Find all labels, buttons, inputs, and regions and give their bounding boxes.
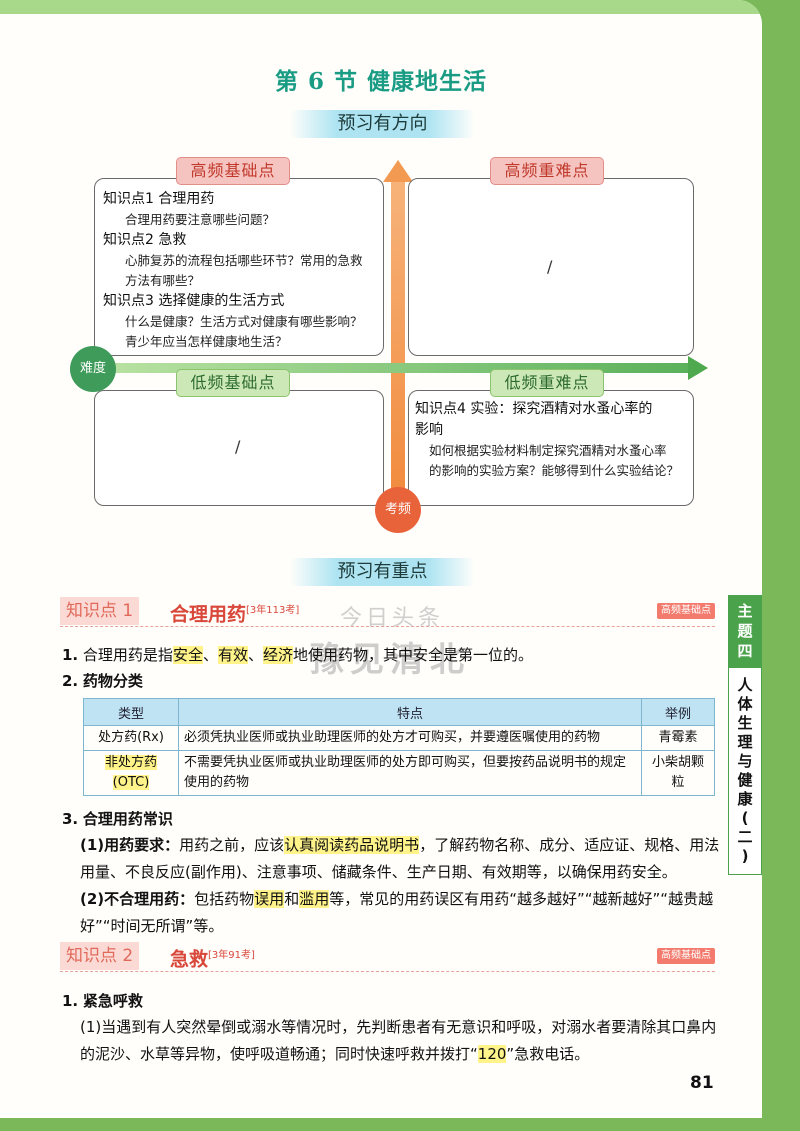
kp-item-question: 什么是健康？生活方式对健康有哪些影响？ <box>125 314 363 329</box>
kp1-point2: 2. 药物分类 <box>62 672 143 690</box>
kp-item-question: 合理用药要注意哪些问题？ <box>125 212 276 227</box>
kp-item-question: 方法有哪些？ <box>125 273 201 288</box>
table-row: 非处方药(OTC) 不需要凭执业医师或执业助理医师的处方即可购买，但要按药品说明… <box>83 750 715 796</box>
kp-item-head: 知识点2 急救 <box>103 232 187 248</box>
kp-item-head: 知识点3 选择健康的生活方式 <box>103 293 285 309</box>
table-row: 处方药(Rx) 必须凭执业医师或执业助理医师的处方才可购买，并要遵医嘱使用的药物… <box>83 725 715 751</box>
kp-item-question: 心肺复苏的流程包括哪些环节？常用的急救 <box>125 253 363 268</box>
kp2-header: 知识点 2 急救[3年91考] 高频基础点 <box>60 942 715 972</box>
side-tab: 主题四 人体生理与健康(二) <box>728 595 762 875</box>
top-band <box>0 0 762 14</box>
kp-item-head-cont: 影响 <box>415 422 443 438</box>
quadrant-low-difficult: 知识点4 实验：探究酒精对水蚤心率的 影响 如何根据实验材料制定探究酒精对水蚤心… <box>408 390 694 506</box>
kp2-point1-text: (1)当遇到有人突然晕倒或溺水等情况时，先判断患者有无意识和呼吸，对溺水者要清除… <box>80 1018 717 1063</box>
difficulty-label: 难度 <box>70 346 116 392</box>
quadrant-high-difficult: / <box>408 178 694 356</box>
kp-item-head: 知识点1 合理用药 <box>103 191 215 207</box>
quadrant-low-difficult-content: 知识点4 实验：探究酒精对水蚤心率的 影响 如何根据实验材料制定探究酒精对水蚤心… <box>415 399 693 481</box>
page-number: 81 <box>690 1073 714 1093</box>
table-header: 特点 <box>178 698 642 726</box>
kp-item-head: 知识点4 实验：探究酒精对水蚤心率的 <box>415 401 653 417</box>
kp1-tag: 知识点 1 <box>60 597 140 625</box>
label-high-basic: 高频基础点 <box>176 157 290 185</box>
empty-marker: / <box>235 437 241 456</box>
watermark-line2: 豫见清北 <box>310 640 470 680</box>
kp1-header: 知识点 1 合理用药[3年113考] 高频基础点 <box>60 597 715 627</box>
side-tab-theme: 主题四 <box>728 595 762 667</box>
kp-item-question: 如何根据实验材料制定探究酒精对水蚤心率 <box>429 443 667 458</box>
frequency-axis <box>391 178 405 498</box>
table-cell-feature: 必须凭执业医师或执业助理医师的处方才可购买，并要遵医嘱使用的药物 <box>178 725 642 751</box>
drug-classification-table: 类型 特点 举例 处方药(Rx) 必须凭执业医师或执业助理医师的处方才可购买，并… <box>83 698 715 796</box>
kp2-tag: 知识点 2 <box>60 942 140 970</box>
difficulty-axis-arrow <box>688 356 708 380</box>
section-title: 第 6 节 健康地生活 <box>274 68 488 95</box>
kp1-point3-2: (2)不合理用药：包括药物误用和滥用等，常见的用药误区有用药“越多越好”“越新越… <box>80 890 714 935</box>
quadrant-low-basic: / <box>94 390 384 506</box>
table-header: 举例 <box>641 698 715 726</box>
quadrant-high-basic: 知识点1 合理用药 合理用药要注意哪些问题？ 知识点2 急救 心肺复苏的流程包括… <box>94 178 384 356</box>
kp1-badge: 高频基础点 <box>657 603 715 619</box>
kp2-badge: 高频基础点 <box>657 948 715 964</box>
table-cell-feature: 不需要凭执业医师或执业助理医师的处方即可购买，但要按药品说明书的规定使用的药物 <box>178 750 642 796</box>
kp2-point1-title: 1. 紧急呼救 <box>62 992 143 1010</box>
divider <box>60 971 715 972</box>
kp1-point1: 1. 合理用药是指安全、有效、经济地使用药物，其中安全是第一位的。 <box>62 646 534 664</box>
frequency-label: 考频 <box>375 487 421 533</box>
side-tab-topic: 人体生理与健康(二) <box>728 667 762 875</box>
frequency-axis-arrow <box>383 160 413 182</box>
kp-item-question: 青少年应当怎样健康地生活？ <box>125 334 288 349</box>
table-cell-type: 处方药(Rx) <box>83 725 179 751</box>
kp-item-question: 的影响的实验方案？能够得到什么实验结论？ <box>429 463 680 478</box>
banner-preview-points: 预习有重点 <box>290 558 475 586</box>
kp1-title: 合理用药[3年113考] <box>170 603 300 626</box>
quadrant-high-basic-content: 知识点1 合理用药 合理用药要注意哪些问题？ 知识点2 急救 心肺复苏的流程包括… <box>103 189 383 352</box>
side-tab-topic-text: 人体生理与健康(二) <box>737 676 753 865</box>
label-low-basic: 低频基础点 <box>176 369 290 397</box>
table-header-row: 类型 特点 举例 <box>83 698 715 726</box>
label-high-difficult: 高频重难点 <box>490 157 604 185</box>
table-cell-example: 小柴胡颗粒 <box>641 750 715 796</box>
textbook-page: 第 6 节 健康地生活 预习有方向 知识点1 合理用药 合理用药要注意哪些问题？… <box>0 0 762 1118</box>
kp1-point3-1: (1)用药要求：用药之前，应该认真阅读药品说明书，了解药物名称、成分、适应证、规… <box>80 836 720 881</box>
divider <box>60 626 715 627</box>
kp2-title: 急救[3年91考] <box>170 948 255 971</box>
table-cell-example: 青霉素 <box>641 725 715 751</box>
banner-preview-direction: 预习有方向 <box>290 110 475 138</box>
kp1-point3-title: 3. 合理用药常识 <box>62 810 173 828</box>
side-tab-theme-text: 主题四 <box>737 602 753 660</box>
table-header: 类型 <box>83 698 179 726</box>
empty-marker: / <box>547 257 553 276</box>
difficulty-axis <box>108 363 693 373</box>
table-cell-type: 非处方药(OTC) <box>104 755 157 790</box>
label-low-difficult: 低频重难点 <box>490 369 604 397</box>
